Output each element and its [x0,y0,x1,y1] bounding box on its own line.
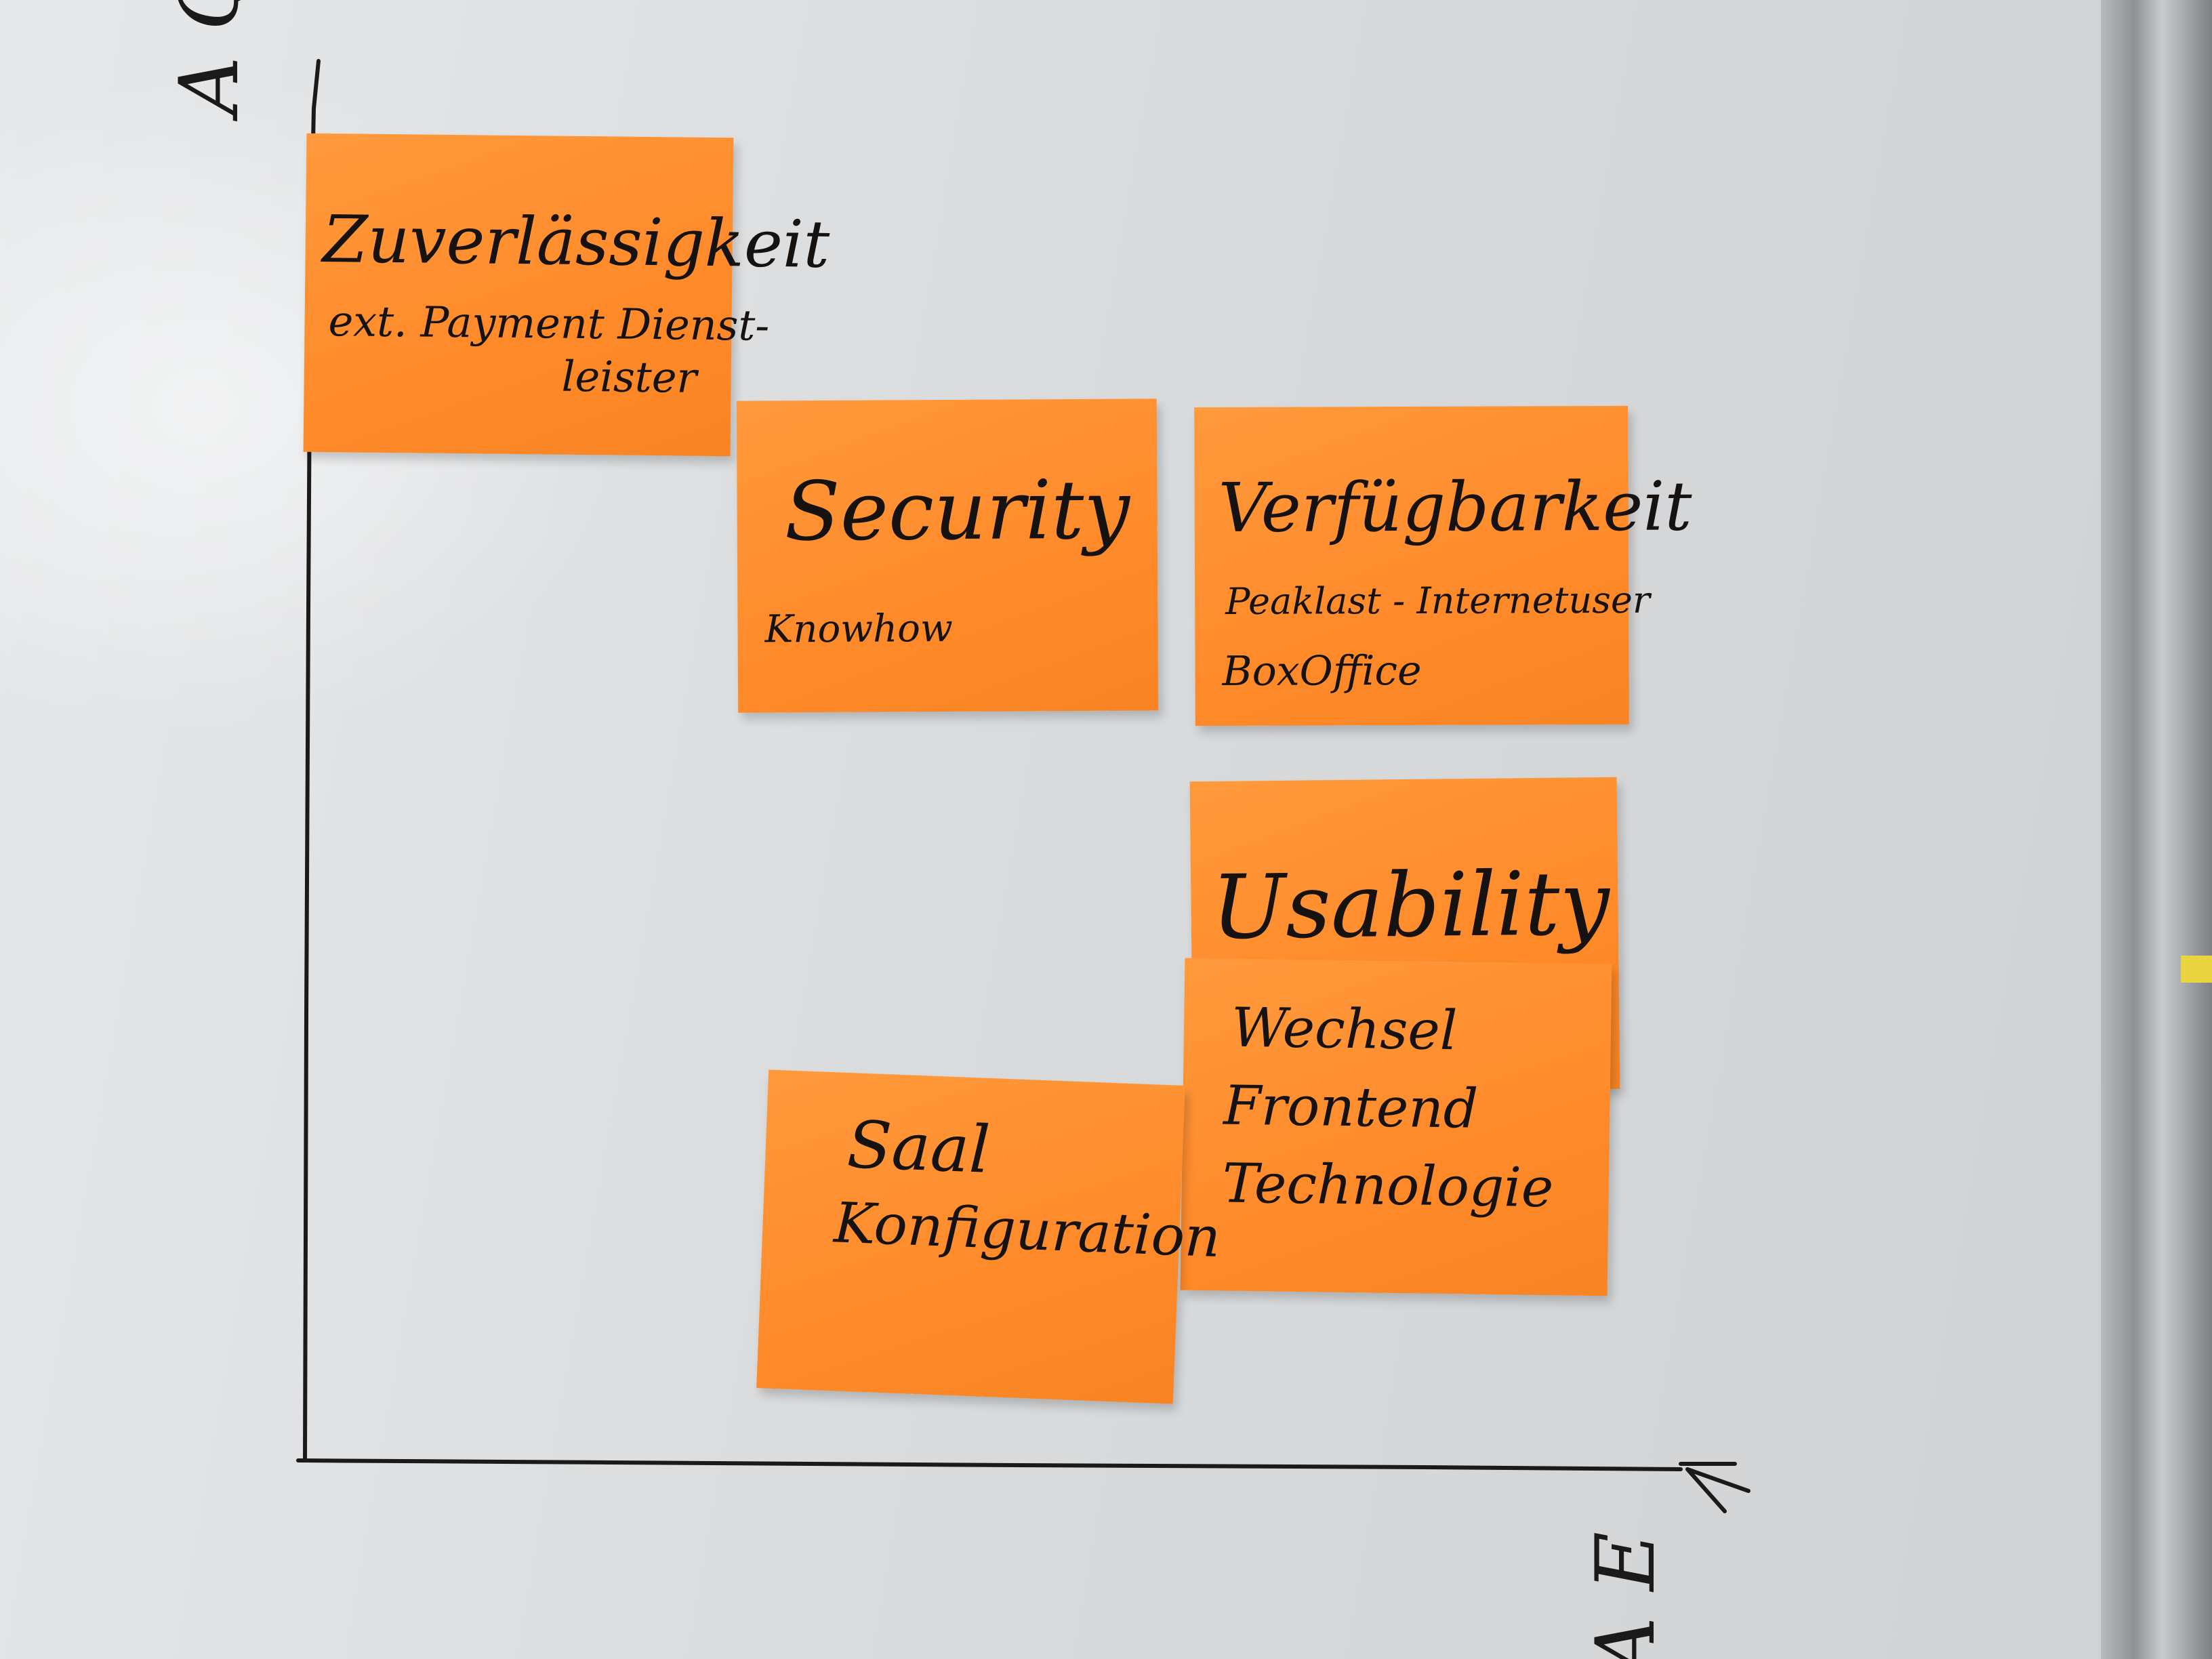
note-line: Konfiguration [832,1191,1222,1271]
x-axis-label: A E [1579,1532,1673,1659]
note-title: Usability [1210,851,1610,959]
sticky-note-saal-konfiguration[interactable]: Saal Konfiguration [756,1069,1222,1404]
whiteboard-frame [2101,0,2212,1659]
note-line: ext. Payment Dienst- [328,296,770,350]
sticky-note-zuverlaessigkeit[interactable]: Zuverlässigkeit ext. Payment Dienst- lei… [303,133,830,457]
note-title: Saal [845,1106,992,1188]
y-axis-label: A Q [163,0,257,122]
note-line: leister [561,351,697,403]
sticky-note-verfuegbarkeit[interactable]: Verfügbarkeit Peaklast - Internetuser Bo… [1194,405,1692,726]
note-line: BoxOffice [1222,647,1422,695]
note-title: Security [784,463,1130,560]
note-title: Verfügbarkeit [1218,466,1692,548]
note-line: Technologie [1222,1151,1554,1220]
frame-clip [2181,956,2212,983]
sticky-note-security[interactable]: Security Knowhow [736,398,1159,713]
note-line: Knowhow [764,606,953,652]
x-axis-arrowhead [1679,1462,1750,1513]
x-axis-line [296,1458,1683,1471]
note-line: Peaklast - Internetuser [1225,578,1650,623]
note-line: Wechsel [1231,996,1458,1063]
sticky-note-wechsel-frontend[interactable]: Wechsel Frontend Technologie [1180,958,1612,1296]
note-line: Frontend [1223,1073,1479,1141]
note-title: Zuverlässigkeit [322,201,830,283]
